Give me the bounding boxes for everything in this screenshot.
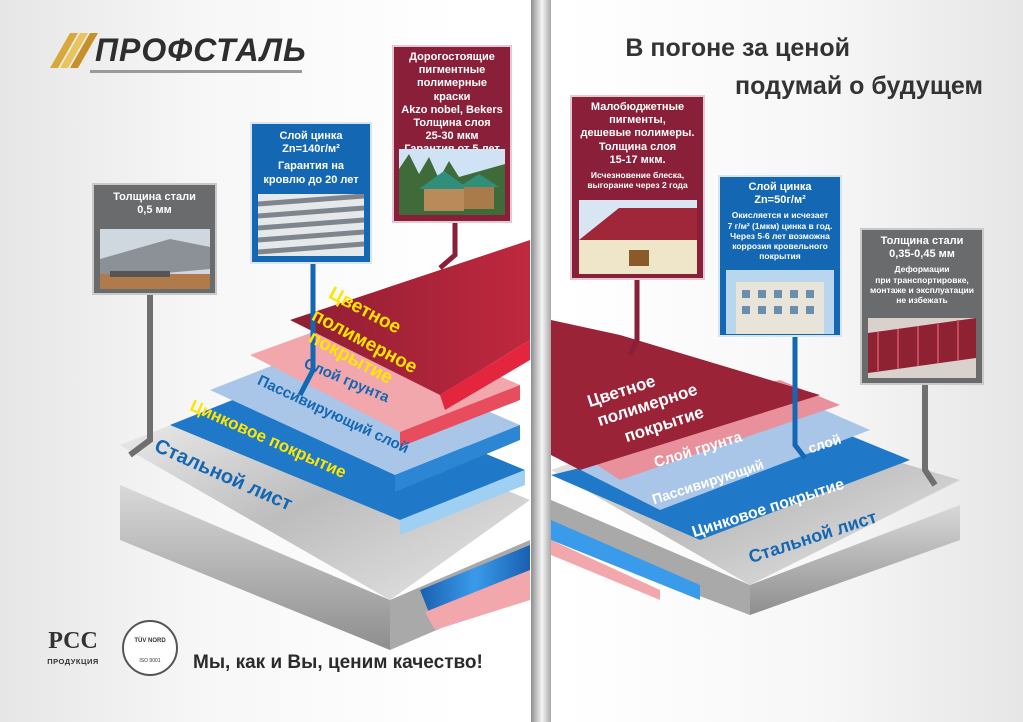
rcc-mark-label: ПРОДУКЦИЯ <box>47 657 99 666</box>
left-paint-connector <box>438 222 458 270</box>
right-steel-line-3: монтаже и эксплуатации <box>870 284 974 295</box>
left-zinc-side <box>400 470 525 535</box>
right-zinc-line-4: коррозия кровельного <box>732 240 828 251</box>
left-zinc-note-2: кровлю до 20 лет <box>263 173 359 186</box>
right-house-photo <box>579 200 697 274</box>
left-zinc-title: Слой цинка <box>279 130 343 142</box>
right-zinc-value: Zn=50г/м² <box>754 194 806 207</box>
right-zinc-connector <box>792 335 807 460</box>
left-polymer-side <box>440 340 530 410</box>
right-zinc-line-5: покрытия <box>759 251 801 262</box>
left-paint-line-6: 25-30 мкм <box>425 130 479 143</box>
left-steel-roof-photo <box>100 229 210 289</box>
right-paint-card: Малобюджетные пигменты, дешевые полимеры… <box>570 95 705 280</box>
right-zinc-line-2: 7 г/м² (1мкм) цинка в год. <box>727 220 833 231</box>
left-zinc-note-1: Гарантия на <box>277 160 345 173</box>
left-pass-side <box>395 425 520 492</box>
profstal-logo-icon <box>50 33 98 68</box>
right-steel-line-2: при транспортировке, <box>875 274 969 285</box>
brand-underline <box>90 70 302 73</box>
right-paint-line-7: выгорание через 2 года <box>587 180 688 191</box>
left-steel-title: Толщина стали <box>113 191 196 203</box>
right-paint-line-6: Исчезновение блеска, <box>590 169 685 180</box>
left-steel-front <box>120 485 390 650</box>
right-damaged-roof-photo <box>868 318 976 378</box>
brand-name: ПРОФСТАЛЬ <box>95 32 307 68</box>
left-zinc-value: Zn=140г/м² <box>282 143 340 156</box>
right-polymer-top <box>551 320 820 470</box>
right-pink-edge <box>551 540 660 600</box>
tuv-seal-top: TÜV NORD <box>134 638 166 644</box>
right-zinc-line-3: Через 5-6 лет возможна <box>730 230 830 241</box>
left-steel-card: Толщина стали 0,5 мм <box>92 183 217 295</box>
left-zinc-edge <box>420 545 530 615</box>
right-paint-connector <box>627 280 640 357</box>
right-steel-title: Толщина стали <box>880 235 964 247</box>
left-paint-line-1: Дорогостоящие <box>409 51 495 63</box>
left-primer-side <box>400 385 520 447</box>
center-divider <box>531 0 551 722</box>
right-zinc-title: Слой цинка <box>748 181 812 193</box>
right-steel-front <box>551 500 750 615</box>
right-steel-card: Толщина стали 0,35-0,45 мм Деформации пр… <box>860 228 984 385</box>
right-paint-line-5: 15-17 мкм. <box>609 153 666 166</box>
left-paint-line-2: пигментные <box>418 64 486 77</box>
footer-slogan: Мы, как и Вы, ценим качество! <box>193 652 483 673</box>
right-paint-line-3: дешевые полимеры. <box>580 127 695 140</box>
right-paint-line-2: пигменты, <box>609 114 666 127</box>
left-steel-value: 0,5 мм <box>137 204 172 217</box>
headline-line-2: подумай о будущем <box>734 72 983 100</box>
right-steel-right <box>750 505 960 615</box>
tuv-certification-seal-icon: TÜV NORD ISO 9001 <box>122 620 178 676</box>
right-building-photo <box>726 270 834 334</box>
left-zinc-card: Слой цинка Zn=140г/м² Гарантия на кровлю… <box>250 122 372 264</box>
right-pass-top <box>551 395 870 510</box>
left-paint-line-3: полимерные краски <box>417 77 487 103</box>
right-steel-value: 0,35-0,45 мм <box>889 248 955 261</box>
right-paint-line-4: Толщина слоя <box>598 140 677 153</box>
left-pink-edge <box>425 570 530 630</box>
left-paint-line-4: Akzo nobel, Bekers <box>401 103 503 116</box>
left-paint-line-5: Толщина слоя <box>413 116 491 129</box>
left-polymer-top <box>290 240 530 395</box>
rcc-mark-text: РСС <box>48 628 98 654</box>
right-zinc-card: Слой цинка Zn=50г/м² Окисляется и исчеза… <box>718 175 842 337</box>
left-paint-card: Дорогостоящие пигментные полимерные крас… <box>392 45 512 223</box>
right-steel-line-4: не избежать <box>896 294 948 305</box>
left-steel-connector <box>128 295 153 458</box>
right-zinc-edge <box>551 520 700 600</box>
right-steel-line-1: Деформации <box>894 264 950 275</box>
right-zinc-line-1: Окисляется и исчезает <box>731 210 829 221</box>
tuv-seal-bottom: ISO 9001 <box>139 658 161 664</box>
right-steel-connector <box>922 385 938 487</box>
rcc-certification-mark: РСС ПРОДУКЦИЯ <box>40 628 106 678</box>
left-zinc-sheet-photo <box>258 194 364 256</box>
left-house-photo <box>399 149 505 215</box>
left-zinc-connector <box>297 262 316 397</box>
headline-line-1: В погоне за ценой <box>625 34 850 62</box>
right-paint-line-1: Малобюджетные <box>590 101 685 113</box>
